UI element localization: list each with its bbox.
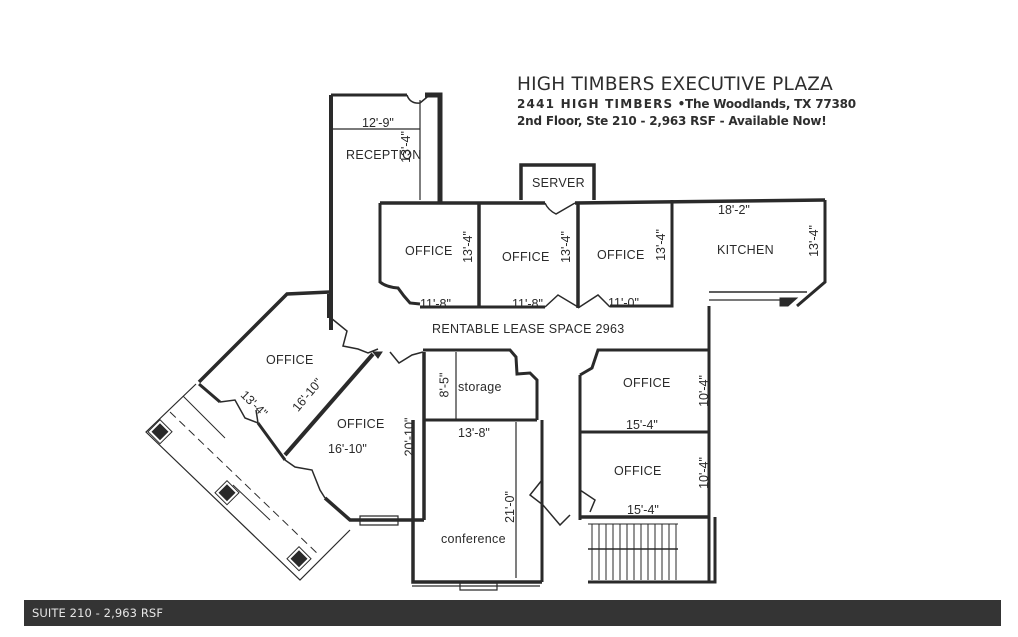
- caption-bar: SUITE 210 - 2,963 RSF: [24, 600, 1001, 626]
- angled-office-lower-label: OFFICE: [337, 417, 385, 431]
- office-1-label: OFFICE: [405, 244, 453, 258]
- right-office-upper-depth: 10'-4": [696, 375, 711, 407]
- reception-depth: 13'-4": [398, 131, 413, 163]
- conference-width: 13'-8": [458, 426, 490, 440]
- title-block: HIGH TIMBERS EXECUTIVE PLAZA 2441 HIGH T…: [517, 74, 856, 128]
- city-address: •The Woodlands, TX 77380: [677, 97, 857, 111]
- planters: [147, 418, 312, 572]
- reception-room: [329, 92, 443, 330]
- office-2-label: OFFICE: [502, 250, 550, 264]
- reception-width: 12'-9": [362, 116, 394, 130]
- angled-office-upper-label: OFFICE: [266, 353, 314, 367]
- right-office-upper-label: OFFICE: [623, 376, 671, 390]
- office-2-depth: 13'-4": [558, 231, 573, 263]
- right-office-lower-label: OFFICE: [614, 464, 662, 478]
- kitchen-label: KITCHEN: [717, 243, 774, 257]
- angled-office-upper: [197, 290, 383, 461]
- kitchen-width: 18'-2": [718, 203, 750, 217]
- right-offices: [578, 348, 709, 520]
- office-1-width: 11'-8": [420, 297, 451, 311]
- angled-office-lower-depth: 20'-10": [402, 417, 417, 457]
- storage-depth: 8'-5": [437, 372, 452, 398]
- top-office-row: [378, 198, 827, 582]
- common-area-label: RENTABLE LEASE SPACE 2963: [432, 322, 625, 336]
- right-office-lower-width: 15'-4": [627, 503, 659, 517]
- conference-depth: 21'-0": [502, 491, 517, 523]
- office-3-width: 11'-0": [608, 296, 639, 310]
- office-2-width: 11'-8": [512, 297, 543, 311]
- storage-room: [423, 348, 539, 422]
- balcony-strip: [145, 383, 351, 581]
- right-office-upper-width: 15'-4": [626, 418, 658, 432]
- office-3-depth: 13'-4": [653, 229, 668, 261]
- angled-office-lower-width: 16'-10": [328, 442, 367, 456]
- office-1-depth: 13'-4": [460, 231, 475, 263]
- angled-office-lower: [284, 351, 426, 526]
- right-office-lower-depth: 10'-4": [696, 457, 711, 489]
- suite-availability: 2nd Floor, Ste 210 - 2,963 RSF - Availab…: [517, 114, 827, 128]
- reception-label: RECEPTION: [346, 148, 422, 162]
- address: 2441 HIGH TIMBERS •The Woodlands, TX 773…: [517, 97, 856, 111]
- conference-room: [411, 420, 571, 591]
- building-name: HIGH TIMBERS EXECUTIVE PLAZA: [517, 74, 834, 95]
- kitchen-depth: 13'-4": [806, 225, 821, 257]
- stairs: [588, 517, 717, 584]
- server-label: SERVER: [532, 176, 585, 190]
- conference-label: conference: [441, 532, 506, 546]
- storage-label: storage: [458, 380, 502, 394]
- server-room: [519, 163, 596, 200]
- office-3-label: OFFICE: [597, 248, 645, 262]
- street-address: 2441 HIGH TIMBERS: [517, 97, 674, 111]
- caption-text: SUITE 210 - 2,963 RSF: [32, 606, 164, 620]
